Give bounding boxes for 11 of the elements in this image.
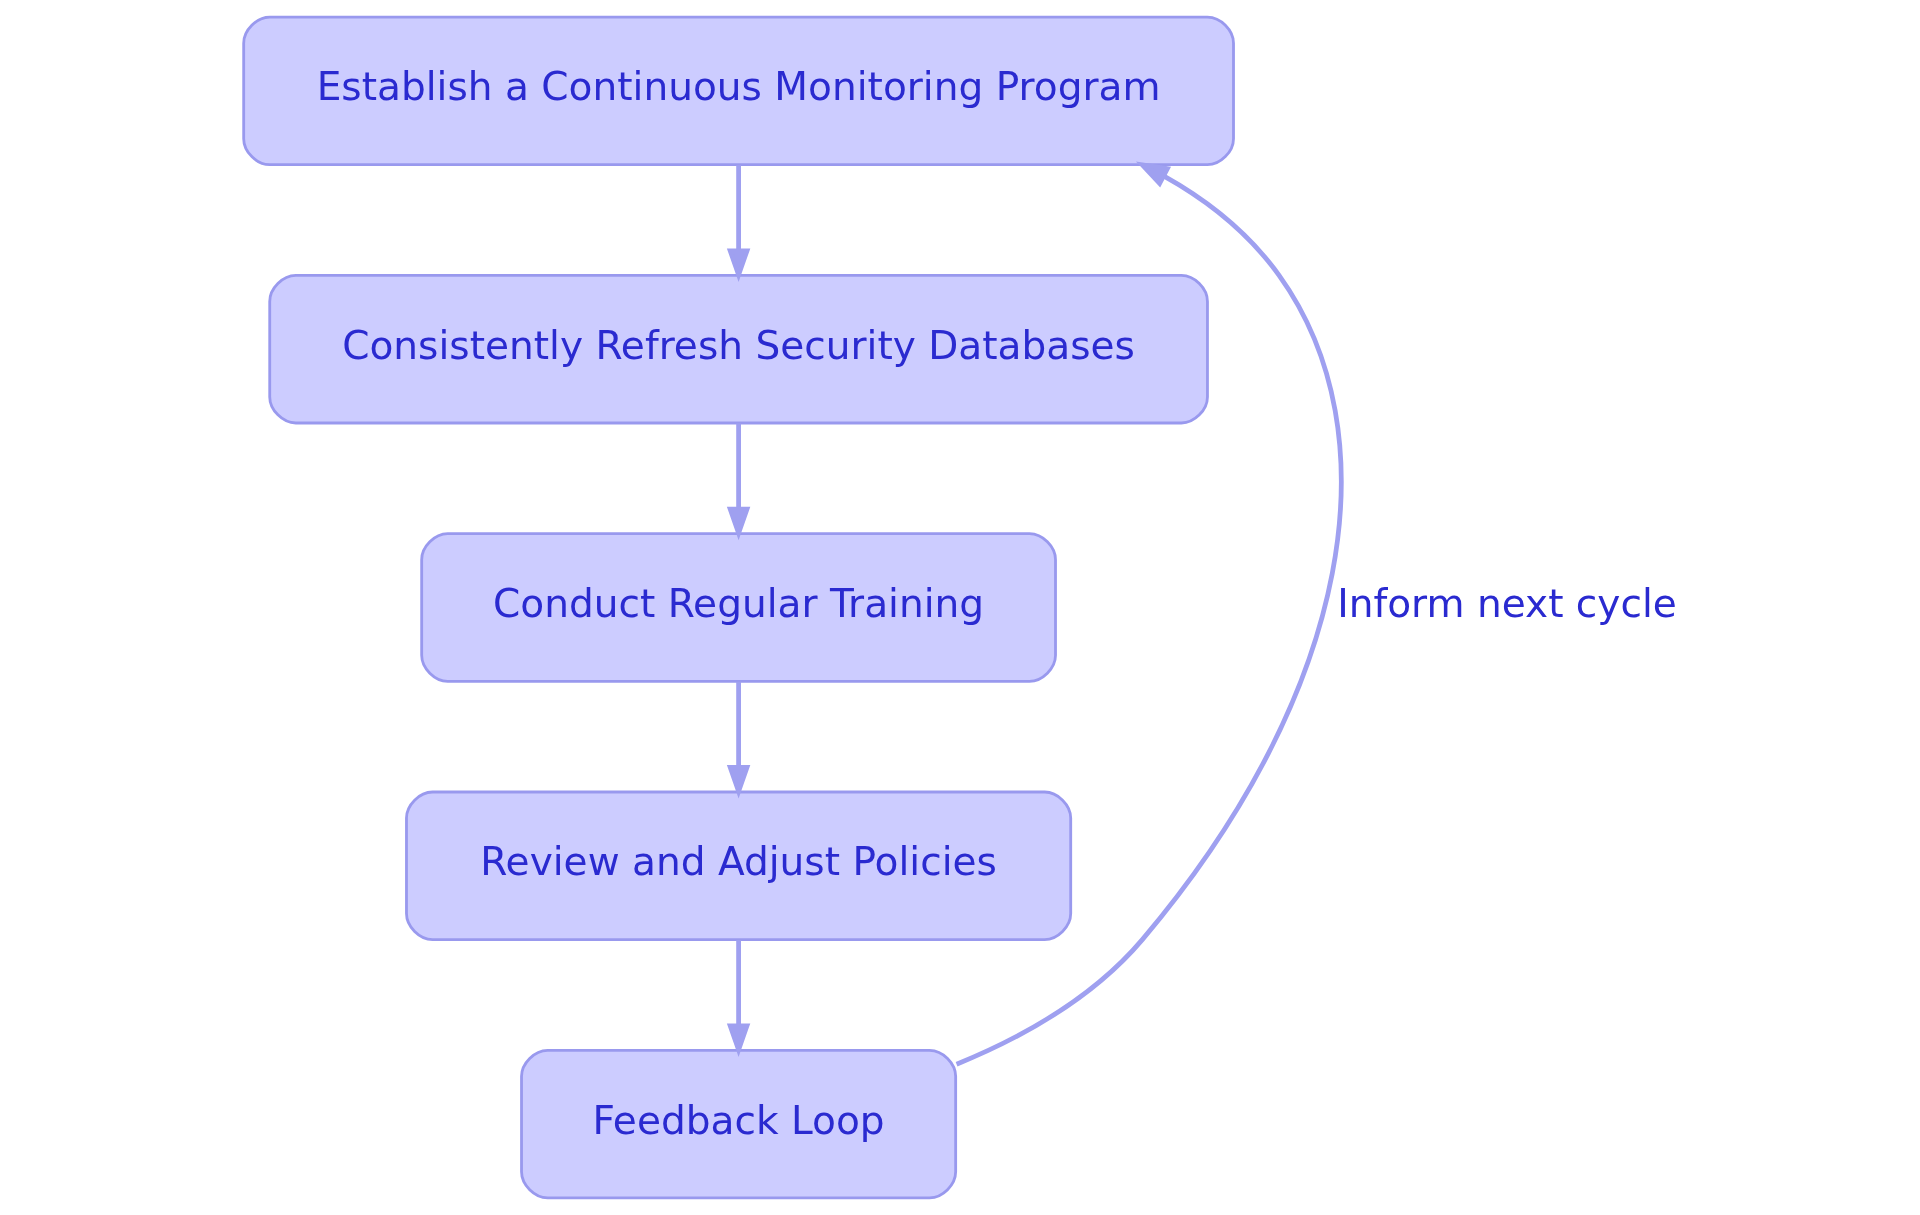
arrow — [726, 681, 751, 799]
node-box: Establish a Continuous Monitoring Program — [242, 15, 1235, 167]
edge-label: Inform next cycle — [1337, 581, 1677, 627]
node-box: Feedback Loop — [520, 1048, 958, 1200]
arrow — [726, 423, 751, 541]
arrow — [726, 940, 751, 1057]
arrow — [726, 165, 751, 282]
node-box: Consistently Refresh Security Databases — [268, 273, 1209, 425]
node-box: Review and Adjust Policies — [405, 790, 1073, 941]
node-box: Conduct Regular Training — [420, 532, 1057, 683]
arrow — [955, 161, 1344, 1067]
